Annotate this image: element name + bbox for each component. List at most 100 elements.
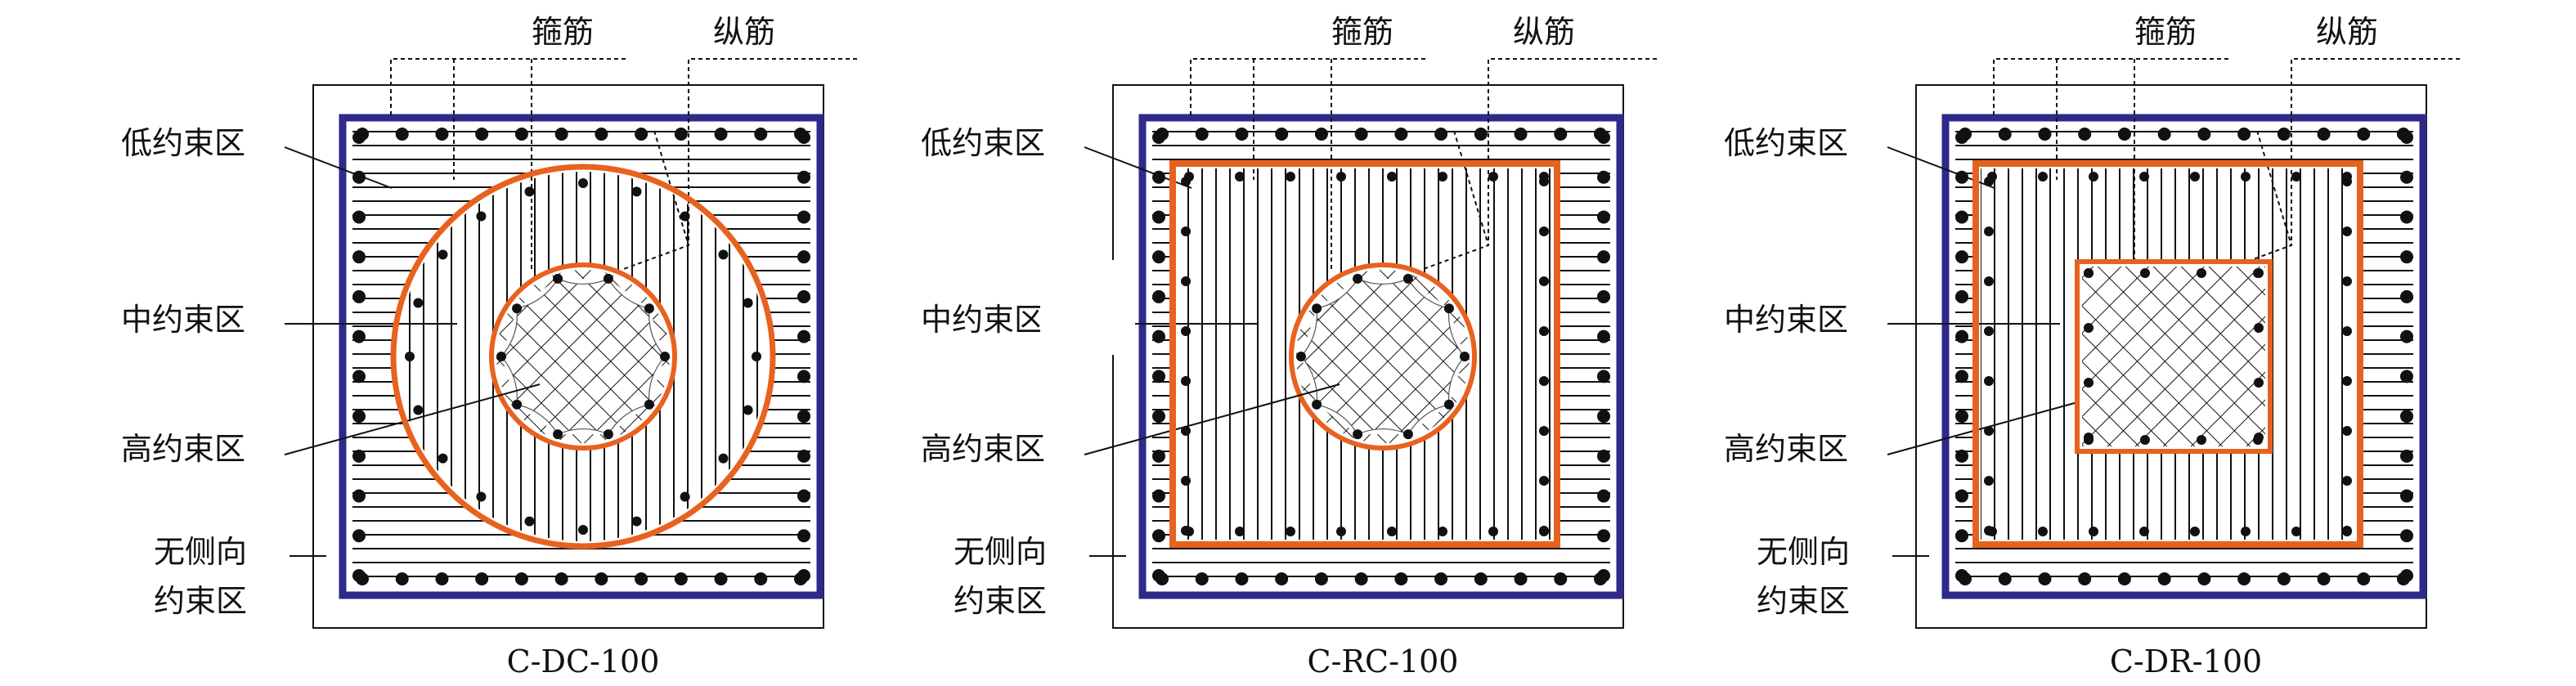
mid-longitudinal-bar — [743, 298, 753, 308]
mid-longitudinal-bar — [476, 491, 487, 502]
longitudinal-bar — [797, 250, 810, 264]
mid-longitudinal-bar — [2089, 527, 2098, 536]
longitudinal-bar — [352, 489, 366, 503]
core-circular-stirrup — [1289, 262, 1477, 451]
longitudinal-bar — [1354, 572, 1368, 585]
longitudinal-bar — [1152, 370, 1165, 383]
longitudinal-bar — [2400, 210, 2413, 224]
core-longitudinal-bar — [512, 303, 523, 314]
core-longitudinal-bar — [2084, 378, 2094, 388]
longitudinal-bar — [1314, 572, 1328, 585]
longitudinal-bar — [352, 370, 366, 383]
longitudinal-bar — [2400, 410, 2413, 424]
core-longitudinal-bar — [2254, 433, 2264, 442]
stirrup-leader-outer — [390, 58, 626, 116]
longitudinal-bar — [1152, 210, 1165, 224]
longitudinal-bar — [1152, 410, 1165, 424]
mid-longitudinal-bar — [1539, 376, 1549, 386]
longitudinal-bar — [1235, 128, 1249, 141]
longitudinal-bar — [1152, 529, 1165, 543]
mid-circular-stirrup — [390, 164, 776, 549]
longitudinal-bar — [1152, 250, 1165, 264]
core-longitudinal-bar — [2140, 435, 2150, 445]
mid-longitudinal-bar — [1181, 526, 1191, 536]
longitudinal-bar — [435, 572, 449, 585]
longitudinal-bar — [2400, 489, 2413, 503]
core-square-stirrup — [2075, 259, 2273, 454]
mid-longitudinal-bar — [1984, 526, 1994, 536]
label-stirrup: 箍筋 — [1331, 14, 1393, 50]
mid-longitudinal-bar — [1984, 476, 1994, 486]
longitudinal-bar — [2357, 128, 2371, 141]
longitudinal-bar — [352, 529, 366, 543]
mid-longitudinal-bar — [752, 352, 761, 361]
label-unconfined-line2: 约束区 — [954, 583, 1047, 619]
longitudinal-bar — [1434, 572, 1448, 585]
longitudinal-bar — [1474, 128, 1488, 141]
label-unconfined-line2: 约束区 — [1757, 583, 1850, 619]
longitudinal-bar — [797, 449, 810, 463]
core-longitudinal-bar — [553, 429, 563, 440]
mid-longitudinal-bar — [1181, 476, 1191, 486]
mid-longitudinal-bar — [1539, 326, 1549, 336]
longitudinal-bar — [2197, 128, 2211, 141]
mid-longitudinal-bar — [631, 186, 642, 197]
outer-square-stirrup — [339, 114, 824, 599]
longitudinal-bar — [1955, 489, 1968, 503]
longitudinal-bar — [797, 170, 810, 184]
mid-longitudinal-bar — [2342, 426, 2352, 436]
longitudinal-bar — [1152, 449, 1165, 463]
outer-square-stirrup — [1941, 114, 2427, 599]
label-longitudinal: 纵筋 — [1513, 14, 1575, 50]
longitudinal-bar — [674, 128, 688, 141]
core-longitudinal-bar — [603, 273, 613, 284]
mid-longitudinal-bar — [2291, 172, 2301, 182]
label-longitudinal: 纵筋 — [713, 14, 775, 50]
mid-longitudinal-bar — [2139, 527, 2149, 536]
mid-longitudinal-bar — [1181, 226, 1191, 236]
longitudinal-bar — [2400, 449, 2413, 463]
mid-longitudinal-bar — [438, 453, 448, 464]
mid-longitudinal-bar — [438, 249, 448, 260]
core-longitudinal-bar — [496, 352, 506, 361]
mid-longitudinal-bar — [2190, 527, 2200, 536]
mid-longitudinal-bar — [2241, 527, 2251, 536]
longitudinal-bar — [1597, 449, 1610, 463]
longitudinal-bar — [514, 572, 528, 585]
leader-high — [284, 383, 541, 455]
longitudinal-bar — [797, 569, 810, 582]
high-confinement-core — [496, 270, 670, 443]
longitudinal-bar — [1955, 131, 1968, 144]
longitudinal-bar — [352, 449, 366, 463]
mid-longitudinal-bar — [578, 178, 588, 188]
longitudinal-bar — [1955, 569, 1968, 582]
label-unconfined-line1: 无侧向 — [954, 534, 1047, 570]
longitudinal-bar — [2397, 128, 2410, 141]
longitudinal-bar — [395, 128, 409, 141]
longitudinal-bar — [1955, 410, 1968, 424]
core-longitudinal-bar — [512, 399, 523, 410]
longitudinal-bar — [554, 128, 568, 141]
mid-longitudinal-bar — [1438, 172, 1447, 182]
longitudinal-bar — [2197, 572, 2211, 585]
mid-longitudinal-bar — [2089, 172, 2098, 182]
mid-longitudinal-bar — [1539, 476, 1549, 486]
longitudinal-bar — [1275, 128, 1289, 141]
label-unconfined-line1: 无侧向 — [154, 534, 247, 570]
mid-longitudinal-bar — [1336, 527, 1346, 536]
stirrup-leader-outer — [1993, 58, 2228, 116]
mid-longitudinal-bar — [2038, 527, 2048, 536]
longitudinal-bar — [1394, 128, 1408, 141]
longitudinal-bar — [2078, 572, 2092, 585]
longitudinal-bar — [435, 128, 449, 141]
mid-longitudinal-bar — [1539, 226, 1549, 236]
longitudinal-bar — [2157, 572, 2171, 585]
longitudinal-bar — [352, 569, 366, 582]
longitudinal-bar — [1394, 572, 1408, 585]
core-longitudinal-bar — [644, 303, 654, 314]
core-longitudinal-bar — [1402, 429, 1413, 440]
mid-longitudinal-bar — [524, 516, 535, 527]
longitudinal-bar — [797, 410, 810, 424]
longitudinal-bar — [1597, 210, 1610, 224]
